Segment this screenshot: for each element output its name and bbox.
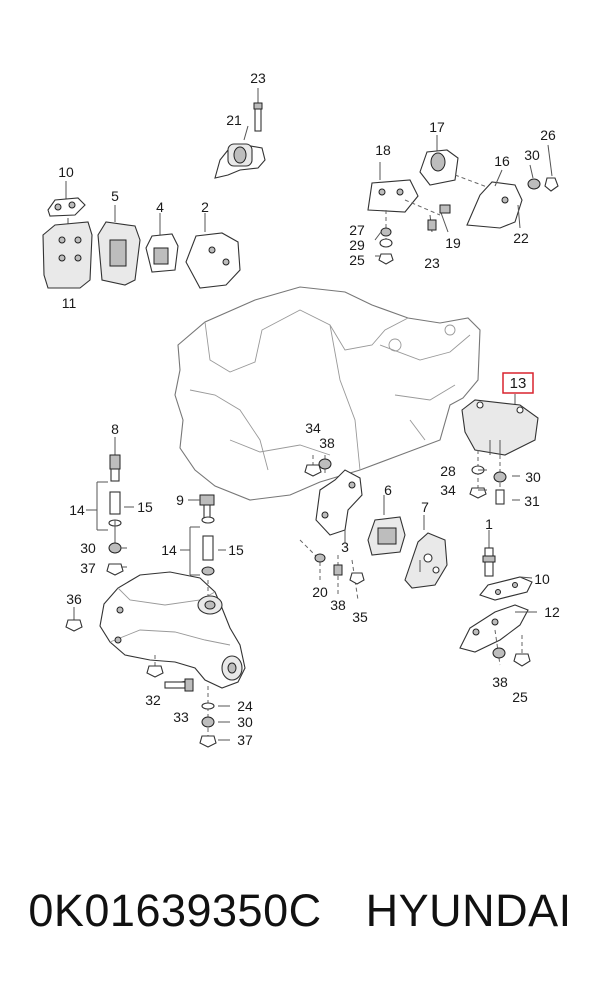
upper-right-bracket-group	[367, 135, 559, 265]
callout: 7	[421, 499, 429, 515]
callout: 26	[540, 127, 556, 143]
callout: 3	[341, 539, 349, 555]
callout: 34	[305, 420, 321, 436]
callout: 23	[250, 70, 266, 86]
callout: 30	[237, 714, 253, 730]
callout: 30	[525, 469, 541, 485]
parts-diagram: 23 21 17 26 18 30 16 10 5 4 2 27 29 25 1…	[42, 70, 560, 748]
callout: 30	[80, 540, 96, 556]
callout: 6	[384, 482, 392, 498]
engine-block	[174, 286, 481, 501]
callout: 31	[524, 493, 540, 509]
callout: 4	[156, 199, 164, 215]
callout: 38	[492, 674, 508, 690]
callout: 37	[80, 560, 96, 576]
callout: 24	[237, 698, 253, 714]
brand-name: HYUNDAI	[365, 885, 572, 936]
callout: 2	[201, 199, 209, 215]
callout: 20	[312, 584, 328, 600]
callout: 27	[349, 222, 365, 238]
callout: 5	[111, 188, 119, 204]
callout: 12	[544, 604, 560, 620]
highlight-box	[502, 372, 534, 394]
callout: 13	[510, 375, 527, 392]
callout: 23	[424, 255, 440, 271]
upper-left-parts-group	[42, 181, 241, 289]
callout: 38	[330, 597, 346, 613]
callout: 34	[440, 482, 456, 498]
callout: 33	[173, 709, 189, 725]
callout: 1	[485, 516, 493, 532]
callout: 15	[228, 542, 244, 558]
callout-labels: 23 21 17 26 18 30 16 10 5 4 2 27 29 25 1…	[58, 70, 560, 748]
callout: 14	[69, 502, 85, 518]
differential-housing	[99, 571, 246, 748]
callout: 29	[349, 237, 365, 253]
callout: 25	[512, 689, 528, 705]
callout: 36	[66, 591, 82, 607]
callout: 16	[494, 153, 510, 169]
callout: 18	[375, 142, 391, 158]
callout: 9	[176, 492, 184, 508]
callout: 14	[161, 542, 177, 558]
callout: 28	[440, 463, 456, 479]
leader-lines	[86, 231, 537, 741]
left-lower-stud-group	[65, 437, 215, 632]
part-number: 0K01639350C	[28, 885, 322, 936]
callout: 17	[429, 119, 445, 135]
callout: 32	[145, 692, 161, 708]
callout: 19	[445, 235, 461, 251]
callout: 8	[111, 421, 119, 437]
callout: 15	[137, 499, 153, 515]
callout: 25	[349, 252, 365, 268]
callout: 35	[352, 609, 368, 625]
center-bracket-group	[299, 455, 448, 601]
callout: 10	[58, 164, 74, 180]
callout: 38	[319, 435, 335, 451]
mount-13-assembly	[461, 394, 539, 505]
callout: 21	[226, 112, 242, 128]
callout: 37	[237, 732, 253, 748]
part-caption: 0K01639350C HYUNDAI	[0, 876, 600, 946]
callout: 30	[524, 147, 540, 163]
right-lower-bracket-group	[459, 530, 533, 667]
callout: 11	[62, 295, 77, 311]
callout: 22	[513, 230, 529, 246]
callout: 10	[534, 571, 550, 587]
upper-mount-21-group	[214, 88, 266, 179]
